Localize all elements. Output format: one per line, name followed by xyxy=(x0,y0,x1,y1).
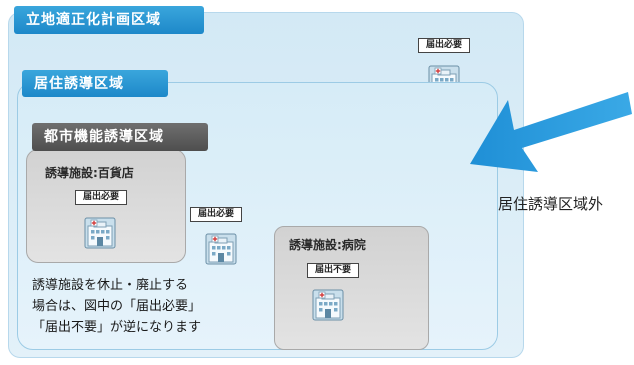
arrow-left-icon xyxy=(470,92,632,172)
urban-function-guidance-zone xyxy=(26,149,186,263)
urban-function-guidance-zone-label: 都市機能誘導区域 xyxy=(32,123,208,151)
notification-required-badge: 届出必要 xyxy=(418,38,470,53)
suspension-abolition-note: 誘導施設を休止・廃止する 場合は、図中の「届出必要」 「届出不要」が逆になります xyxy=(32,278,202,335)
department-store-facility-label: 誘導施設:百貨店 xyxy=(45,166,134,180)
notification-required-badge: 届出必要 xyxy=(75,190,127,205)
building-icon xyxy=(84,216,116,250)
notification-required-badge: 届出必要 xyxy=(190,207,242,222)
outside-residential-zone-label: 居住誘導区域外 xyxy=(498,195,604,213)
notification-not-required-badge: 届出不要 xyxy=(307,263,359,278)
building-icon xyxy=(312,288,344,322)
location-optimization-zone-label: 立地適正化計画区域 xyxy=(14,6,204,34)
hospital-facility-label: 誘導施設:病院 xyxy=(289,238,366,252)
building-icon xyxy=(205,232,237,266)
residential-guidance-zone-label: 居住誘導区域 xyxy=(22,70,168,97)
hospital-facility-box xyxy=(274,226,429,350)
